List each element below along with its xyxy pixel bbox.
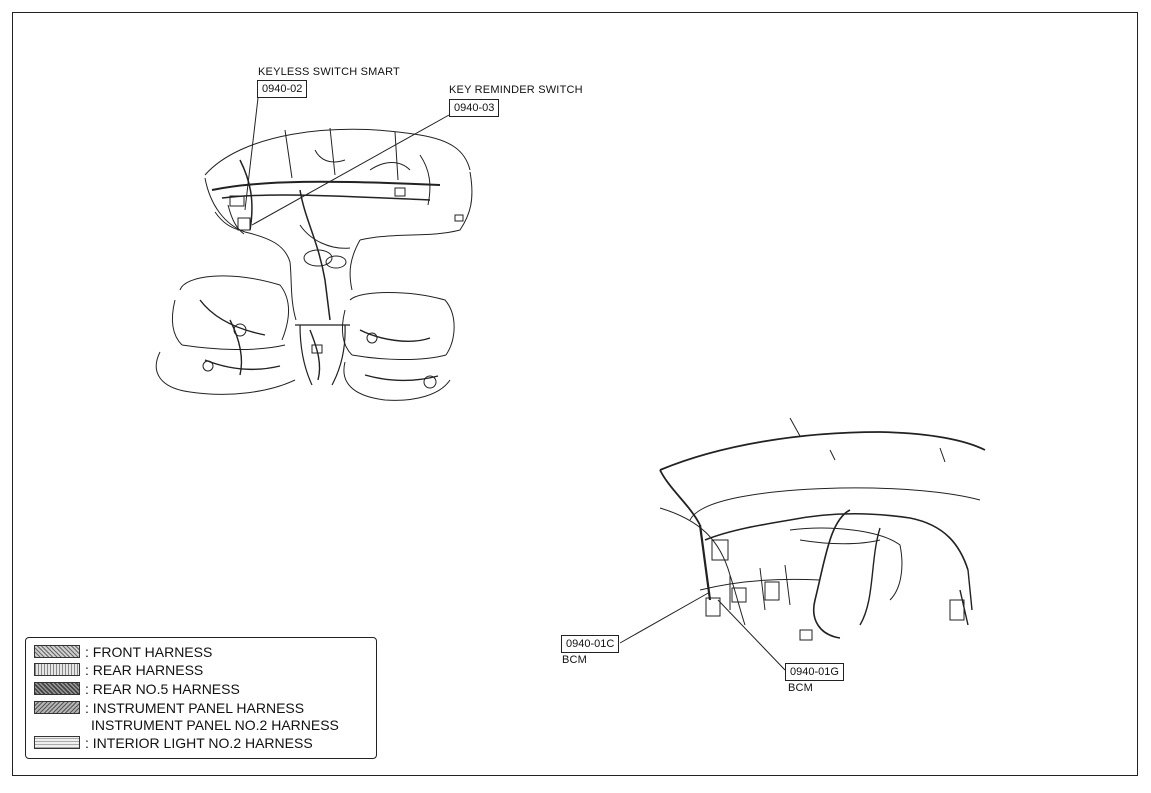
legend-item-instrument-panel-harness: : INSTRUMENT PANEL HARNESS	[34, 700, 304, 716]
bcm-connector-c-label: BCM	[562, 654, 588, 666]
legend-item-rear-harness: : REAR HARNESS	[34, 662, 203, 678]
key-reminder-switch-code: 0940-03	[449, 99, 500, 117]
bcm-connector-c-code: 0940-01C	[561, 635, 620, 653]
interior-overview-drawing	[155, 127, 473, 401]
legend-item-interior-light-no2-harness: : INTERIOR LIGHT NO.2 HARNESS	[34, 735, 313, 751]
keyless-switch-label: KEYLESS SWITCH SMART	[258, 66, 400, 78]
legend-swatch	[34, 663, 80, 676]
drawing-border	[12, 12, 1138, 776]
legend-swatch	[34, 682, 80, 695]
keyless-switch-code: 0940-02	[257, 80, 308, 98]
legend-label: : INTERIOR LIGHT NO.2 HARNESS	[85, 735, 313, 751]
legend-label: INSTRUMENT PANEL NO.2 HARNESS	[91, 717, 339, 733]
harness-legend: : FRONT HARNESS : REAR HARNESS : REAR NO…	[25, 637, 377, 759]
legend-label: : FRONT HARNESS	[85, 644, 213, 660]
leader-lines-bottom	[619, 591, 786, 671]
leader-lines-top	[244, 97, 450, 226]
legend-swatch	[34, 645, 80, 658]
driver-side-drawing	[659, 417, 986, 641]
key-reminder-switch-label: KEY REMINDER SWITCH	[449, 84, 583, 96]
bcm-connector-g-code: 0940-01G	[785, 663, 844, 681]
legend-label: : REAR NO.5 HARNESS	[85, 681, 240, 697]
legend-item-front-harness: : FRONT HARNESS	[34, 644, 212, 660]
legend-label: : REAR HARNESS	[85, 662, 204, 678]
legend-swatch	[34, 701, 80, 714]
legend-item-instrument-panel-no2-harness: INSTRUMENT PANEL NO.2 HARNESS	[91, 717, 339, 733]
legend-swatch	[34, 736, 80, 749]
legend-label: : INSTRUMENT PANEL HARNESS	[85, 700, 305, 716]
legend-item-rear-no5-harness: : REAR NO.5 HARNESS	[34, 681, 240, 697]
bcm-connector-g-label: BCM	[788, 682, 814, 694]
